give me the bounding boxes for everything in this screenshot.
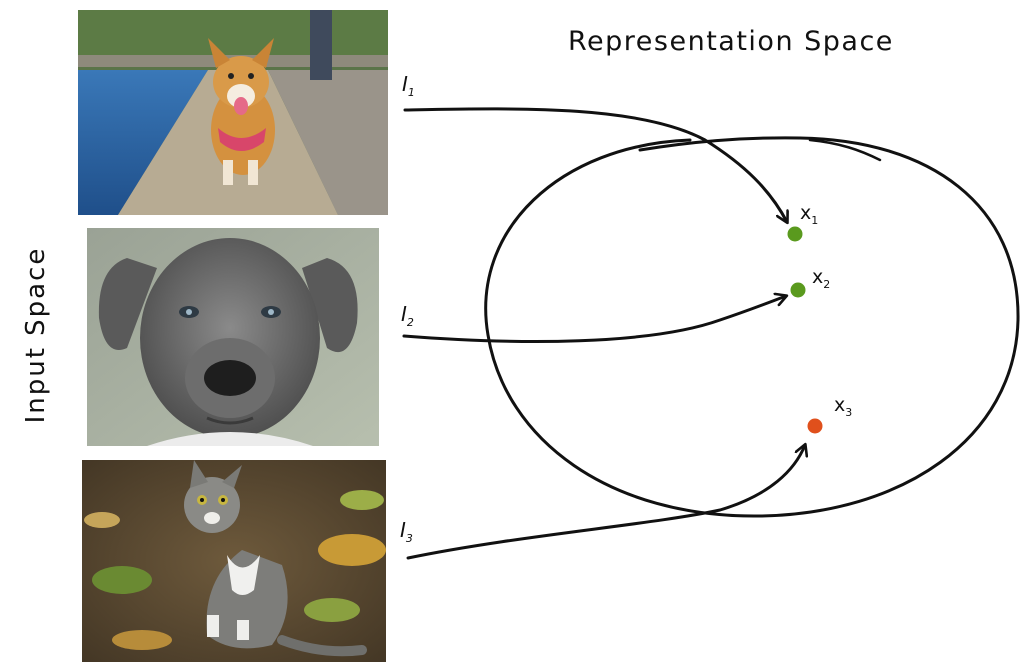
pitbull-puppy-photo — [87, 228, 379, 446]
representation-space-boundary — [484, 136, 1020, 518]
embedding-label-x3: x3 — [834, 394, 853, 419]
input-label-i1: I1 — [402, 72, 415, 99]
arrow-i3-to-x3 — [406, 445, 805, 560]
embedding-label-x2: x2 — [812, 266, 831, 291]
arrow-i1-to-x1 — [403, 107, 787, 222]
tabby-cat-photo — [82, 460, 386, 662]
embedding-point-x1 — [787, 226, 803, 242]
input-space-label: Input Space — [21, 246, 51, 424]
embedding-point-x3 — [807, 418, 823, 434]
embedding-label-x1: x1 — [800, 202, 819, 227]
input-label-i3: I3 — [400, 518, 413, 545]
input-label-i2: I2 — [401, 302, 414, 329]
embedding-point-x2 — [790, 282, 806, 298]
arrow-i2-to-x2 — [402, 296, 786, 343]
corgi-photo — [78, 10, 388, 215]
representation-space-label: Representation Space — [568, 26, 894, 57]
